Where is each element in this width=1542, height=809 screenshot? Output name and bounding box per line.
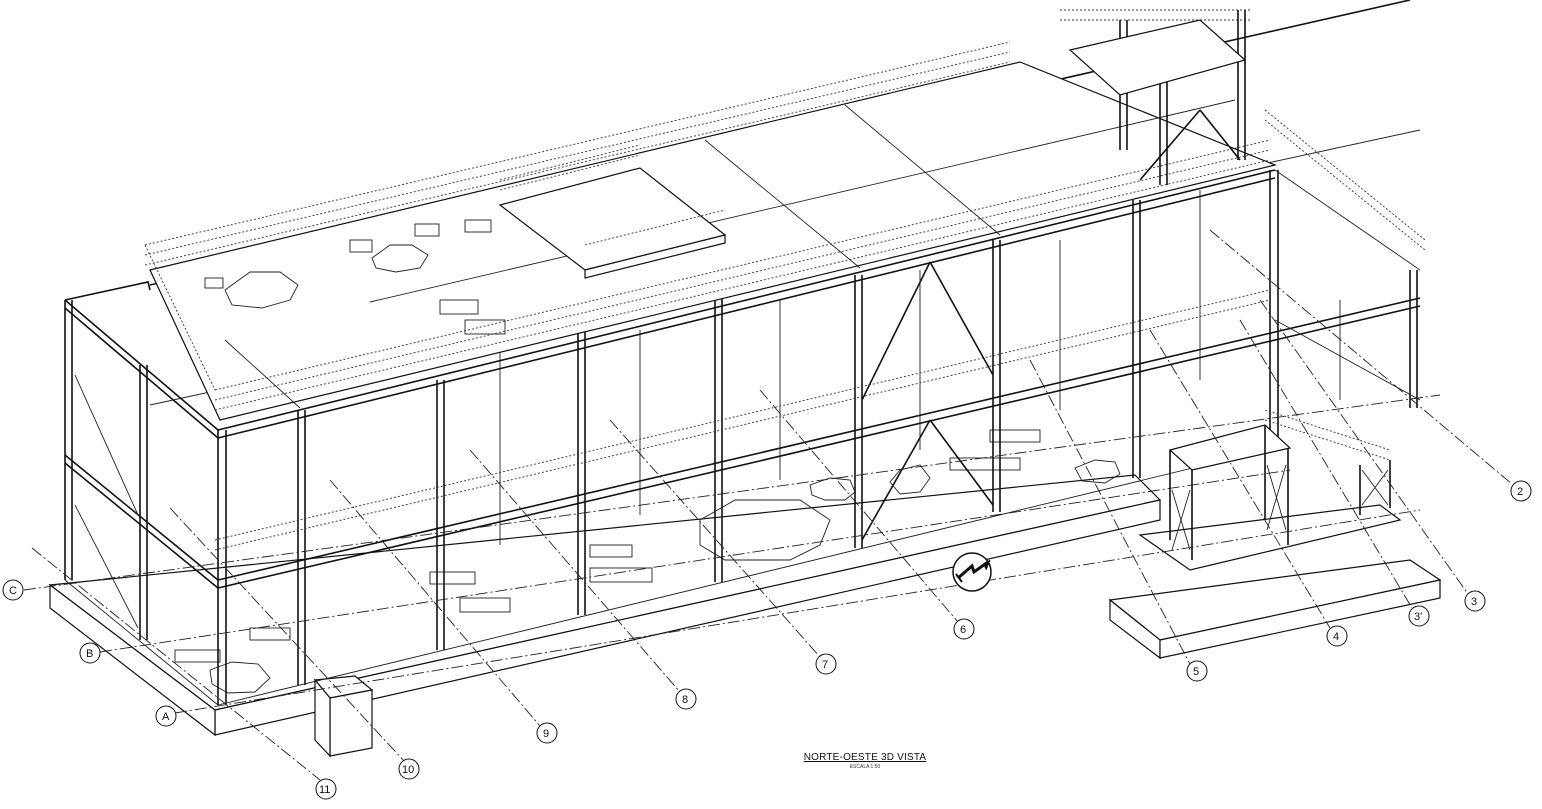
svg-text:4: 4 [1333, 631, 1339, 643]
grid-bubble-5: 5 [1186, 660, 1208, 682]
view-title: NORTE-OESTE 3D VISTA [803, 752, 927, 763]
svg-text:3: 3 [1471, 596, 1477, 608]
foundation-slab [48, 474, 1442, 758]
ground-equipment [174, 429, 1121, 694]
grid-bubble-B: B [79, 642, 101, 664]
grid-bubble-2: 2 [1510, 480, 1532, 502]
grid-bubble-3-prime: 3' [1408, 605, 1430, 627]
guard-rails [144, 9, 1426, 551]
grid-bubble-11: 11 [315, 778, 337, 800]
svg-text:3': 3' [1414, 611, 1422, 623]
svg-text:8: 8 [682, 694, 688, 706]
svg-text:A: A [162, 711, 170, 723]
grid-bubble-4: 4 [1326, 625, 1348, 647]
svg-text:2: 2 [1517, 486, 1523, 498]
grid-bubble-9: 9 [536, 722, 558, 744]
cross-bracing [74, 109, 1241, 629]
grid-axes [23, 229, 1513, 781]
svg-text:10: 10 [402, 764, 414, 776]
svg-text:C: C [9, 585, 17, 597]
grid-bubble-C: C [2, 579, 24, 601]
svg-text:B: B [86, 648, 93, 660]
svg-text:9: 9 [543, 728, 549, 740]
roof-slab [149, 61, 1277, 421]
grid-bubble-8: 8 [675, 688, 697, 710]
grid-bubble-10: 10 [398, 758, 420, 780]
grid-bubble-6: 6 [953, 618, 975, 640]
svg-text:7: 7 [822, 659, 828, 671]
grid-bubble-7: 7 [815, 653, 837, 675]
svg-text:5: 5 [1193, 666, 1199, 678]
north-arrow-icon [952, 552, 992, 592]
steel-columns [64, 170, 1418, 705]
svg-text:6: 6 [960, 624, 966, 636]
view-title-block: NORTE-OESTE 3D VISTA ESCALA 1:50 [770, 752, 960, 770]
top-tower [1068, 10, 1247, 185]
grid-bubble-3: 3 [1464, 590, 1486, 612]
svg-text:11: 11 [319, 784, 330, 796]
side-platform [1168, 409, 1391, 560]
view-scale: ESCALA 1:50 [849, 764, 881, 770]
grid-bubble-A: A [155, 705, 177, 727]
